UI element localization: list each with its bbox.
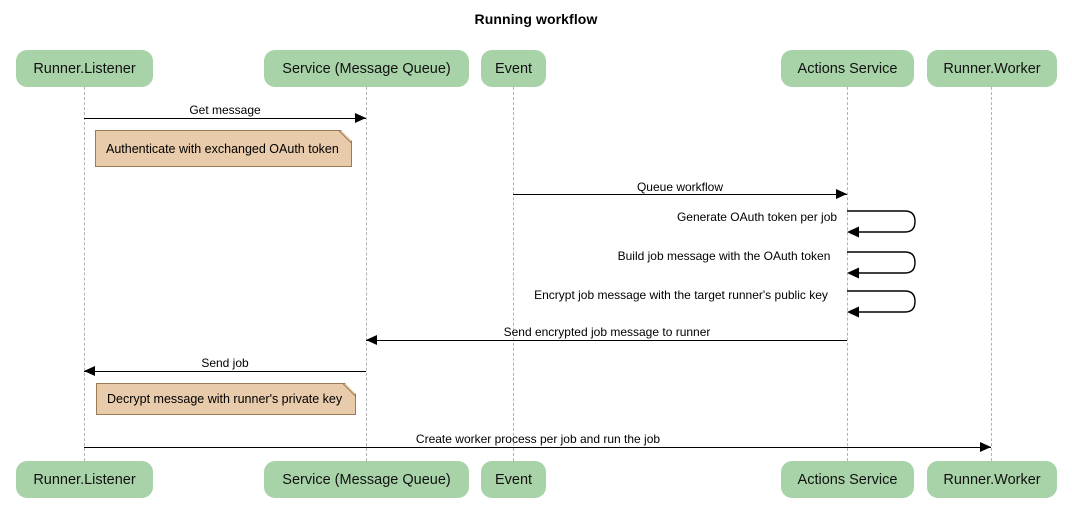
arrowhead-send-job (84, 366, 95, 376)
message-label-generate-oauth-token-per-job: Generate OAuth token per job (676, 210, 838, 224)
participant-top-runner-worker[interactable]: Runner.Worker (927, 50, 1057, 87)
self-message-encrypt-job-message-with-the-target-runners-public-key (847, 289, 919, 320)
note-label: Authenticate with exchanged OAuth token (106, 141, 339, 156)
participant-bottom-service-message-queue[interactable]: Service (Message Queue) (264, 461, 469, 498)
participant-label: Runner.Listener (33, 471, 136, 488)
lifeline-runner-worker (991, 87, 992, 461)
participant-label: Event (494, 60, 533, 77)
note-fold-corner-icon (345, 383, 356, 394)
note-fold-corner-icon (341, 130, 352, 141)
lifeline-runner-listener (84, 87, 85, 461)
lifeline-service-message-queue (366, 87, 367, 461)
arrowhead-get-message (355, 113, 366, 123)
participant-top-service-message-queue[interactable]: Service (Message Queue) (264, 50, 469, 87)
page-title: Running workflow (474, 11, 598, 27)
note-decrypt-message-with-runners-private-key: Decrypt message with runner's private ke… (96, 383, 356, 415)
note-label: Decrypt message with runner's private ke… (107, 392, 343, 406)
message-label-send-job: Send job (201, 356, 249, 370)
message-label-create-worker-process-per-job-and-run-the-job: Create worker process per job and run th… (415, 432, 661, 446)
participant-label: Actions Service (797, 60, 898, 77)
participant-label: Event (494, 471, 533, 488)
participant-top-event[interactable]: Event (481, 50, 546, 87)
participant-label: Service (Message Queue) (282, 60, 451, 77)
message-label-encrypt-job-message-with-the-target-runners-public-key: Encrypt job message with the target runn… (534, 288, 828, 302)
participant-bottom-runner-listener[interactable]: Runner.Listener (16, 461, 153, 498)
participant-bottom-actions-service[interactable]: Actions Service (781, 461, 914, 498)
participant-label: Actions Service (797, 471, 898, 488)
participant-top-actions-service[interactable]: Actions Service (781, 50, 914, 87)
message-label-build-job-message-with-the-oauth-token: Build job message with the OAuth token (617, 249, 831, 263)
participant-label: Runner.Listener (33, 60, 136, 77)
lifeline-actions-service (847, 87, 848, 461)
self-message-build-job-message-with-the-oauth-token (847, 250, 919, 281)
lifeline-event (513, 87, 514, 461)
message-line-send-encrypted-job-message-to-runner (366, 340, 847, 341)
message-line-send-job (84, 371, 366, 372)
participant-label: Runner.Worker (943, 60, 1041, 77)
message-label-get-message: Get message (189, 103, 261, 117)
arrowhead-create-worker-process-per-job-and-run-the-job (980, 442, 991, 452)
participant-label: Service (Message Queue) (282, 471, 451, 488)
participant-bottom-runner-worker[interactable]: Runner.Worker (927, 461, 1057, 498)
message-label-queue-workflow: Queue workflow (636, 180, 724, 194)
participant-bottom-event[interactable]: Event (481, 461, 546, 498)
message-line-get-message (84, 118, 366, 119)
participant-label: Runner.Worker (943, 471, 1041, 488)
message-label-send-encrypted-job-message-to-runner: Send encrypted job message to runner (503, 325, 711, 339)
participant-top-runner-listener[interactable]: Runner.Listener (16, 50, 153, 87)
self-message-generate-oauth-token-per-job (847, 209, 919, 240)
message-line-queue-workflow (513, 194, 847, 195)
note-authenticate-with-exchanged-oauth-token: Authenticate with exchanged OAuth token (95, 130, 352, 167)
arrowhead-queue-workflow (836, 189, 847, 199)
arrowhead-send-encrypted-job-message-to-runner (366, 335, 377, 345)
message-line-create-worker-process-per-job-and-run-the-job (84, 447, 991, 448)
